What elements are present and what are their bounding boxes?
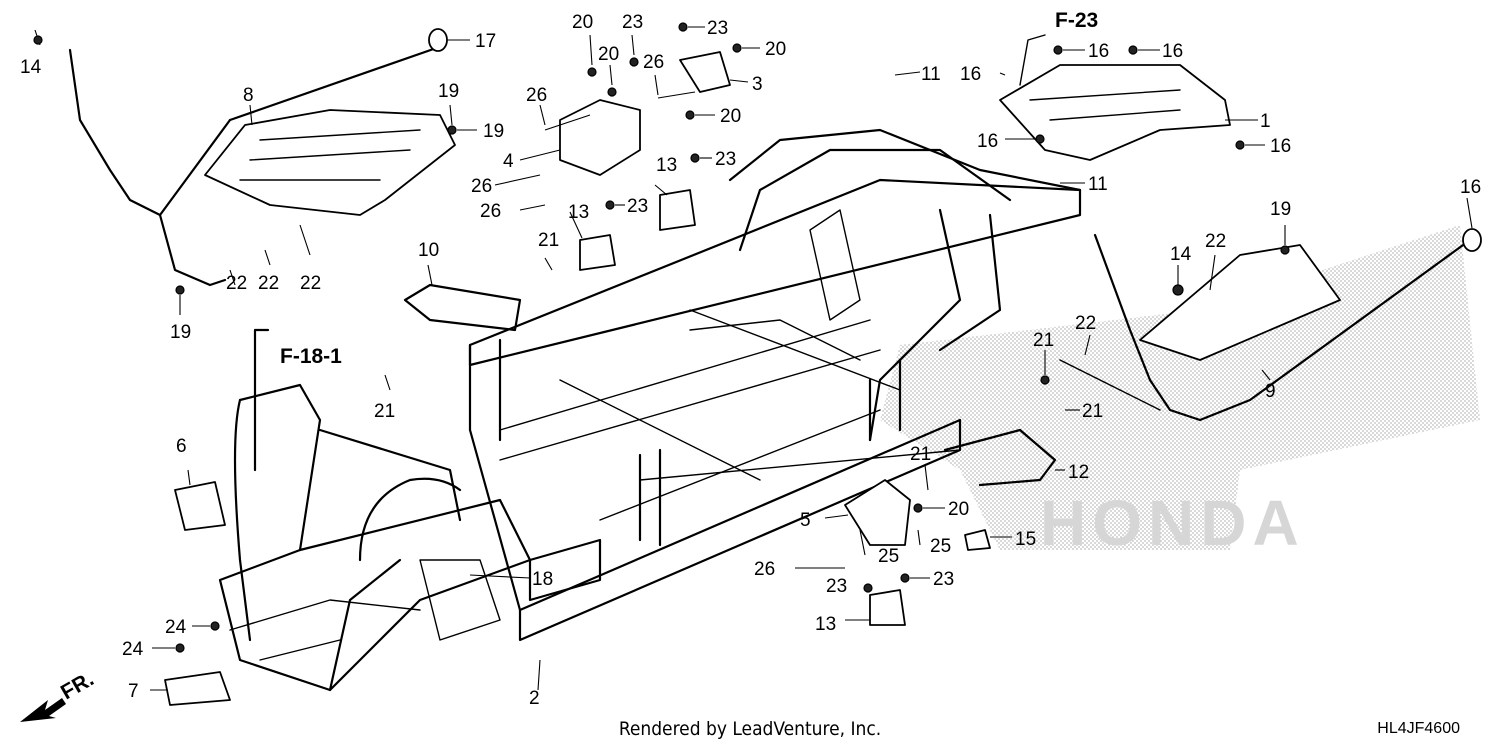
callout-number: 20: [948, 499, 969, 520]
callout-number: 25: [930, 536, 951, 557]
callout-number: 20: [598, 44, 619, 65]
callout-number: 11: [1088, 174, 1108, 195]
callout-number: 16: [977, 131, 998, 152]
callout-number: 20: [572, 12, 593, 33]
callout-number: 15: [1015, 529, 1036, 550]
callout-number: 6: [176, 436, 187, 457]
front-frame: [218, 383, 532, 692]
callout-number: 14: [20, 57, 42, 78]
callout-number: 26: [754, 559, 775, 580]
callout-number: 21: [910, 444, 931, 465]
callout-number: 23: [933, 569, 954, 590]
callout-number: 24: [165, 617, 187, 638]
callout-number: 22: [1205, 231, 1226, 252]
callout-number: 2: [529, 688, 540, 709]
callout-number: 21: [1033, 330, 1054, 351]
reference-label: F-18-1: [280, 345, 342, 368]
callout-number: 24: [122, 639, 144, 660]
callout-number: 25: [878, 546, 899, 567]
callout-number: 16: [1460, 177, 1481, 198]
callout-number: 14: [1170, 244, 1192, 265]
callout-number: 4: [503, 151, 514, 172]
callout-number: 19: [170, 322, 191, 343]
part-shapes: [68, 28, 1482, 706]
callout-number: 10: [418, 240, 439, 261]
fasteners: [33, 22, 1473, 691]
callout-number: 23: [826, 576, 847, 597]
watermark-text: HONDA: [1040, 487, 1305, 559]
callout-number: 26: [471, 176, 492, 197]
callout-number: 18: [532, 569, 553, 590]
callout-number: 13: [815, 614, 836, 635]
callout-number: 19: [1270, 199, 1291, 220]
callout-number: 16: [1162, 41, 1183, 62]
callout-number: 20: [720, 106, 741, 127]
main-frame: [468, 128, 1082, 642]
callout-number: 19: [483, 121, 504, 142]
callout-number: 17: [475, 31, 496, 52]
diagram-code: HL4JF4600: [1377, 720, 1460, 737]
front-direction-indicator: FR.: [20, 667, 98, 722]
callout-number: 23: [627, 196, 648, 217]
callout-number: 9: [1265, 381, 1276, 402]
callout-number: 20: [765, 39, 786, 60]
callout-number: 22: [258, 273, 279, 294]
callout-number: 26: [480, 201, 501, 222]
callout-number: 19: [438, 81, 459, 102]
footer-credit: Rendered by LeadVenture, Inc.: [618, 718, 882, 740]
direction-label: FR.: [57, 667, 98, 704]
callout-number: 16: [1270, 136, 1291, 157]
callout-number: 3: [752, 74, 763, 95]
callout-number: 22: [300, 273, 321, 294]
callout-number: 8: [243, 85, 254, 106]
callouts: 1 2 3 4 5 6 7 8 9 10 11 11 12 13 13 13 1…: [20, 12, 1481, 709]
callout-number: 11: [921, 64, 941, 85]
callout-number: 7: [128, 681, 139, 702]
callout-number: 26: [643, 52, 664, 73]
callout-number: 21: [538, 230, 559, 251]
callout-number: 21: [374, 401, 395, 422]
callout-number: 16: [1088, 41, 1109, 62]
callout-number: 23: [707, 18, 728, 39]
callout-number: 12: [1068, 462, 1089, 483]
callout-number: 1: [1260, 111, 1271, 132]
callout-number: 5: [800, 510, 811, 531]
callout-number: 23: [622, 12, 643, 33]
callout-number: 22: [226, 273, 247, 294]
callout-number: 22: [1075, 313, 1096, 334]
callout-number: 13: [568, 202, 589, 223]
callout-number: 16: [960, 64, 981, 85]
reference-label: F-23: [1055, 9, 1098, 32]
callout-number: 13: [656, 155, 677, 176]
callout-number: 23: [715, 149, 736, 170]
callout-number: 26: [526, 85, 547, 106]
callout-number: 21: [1082, 401, 1103, 422]
watermark-shading: HONDA: [880, 225, 1480, 559]
